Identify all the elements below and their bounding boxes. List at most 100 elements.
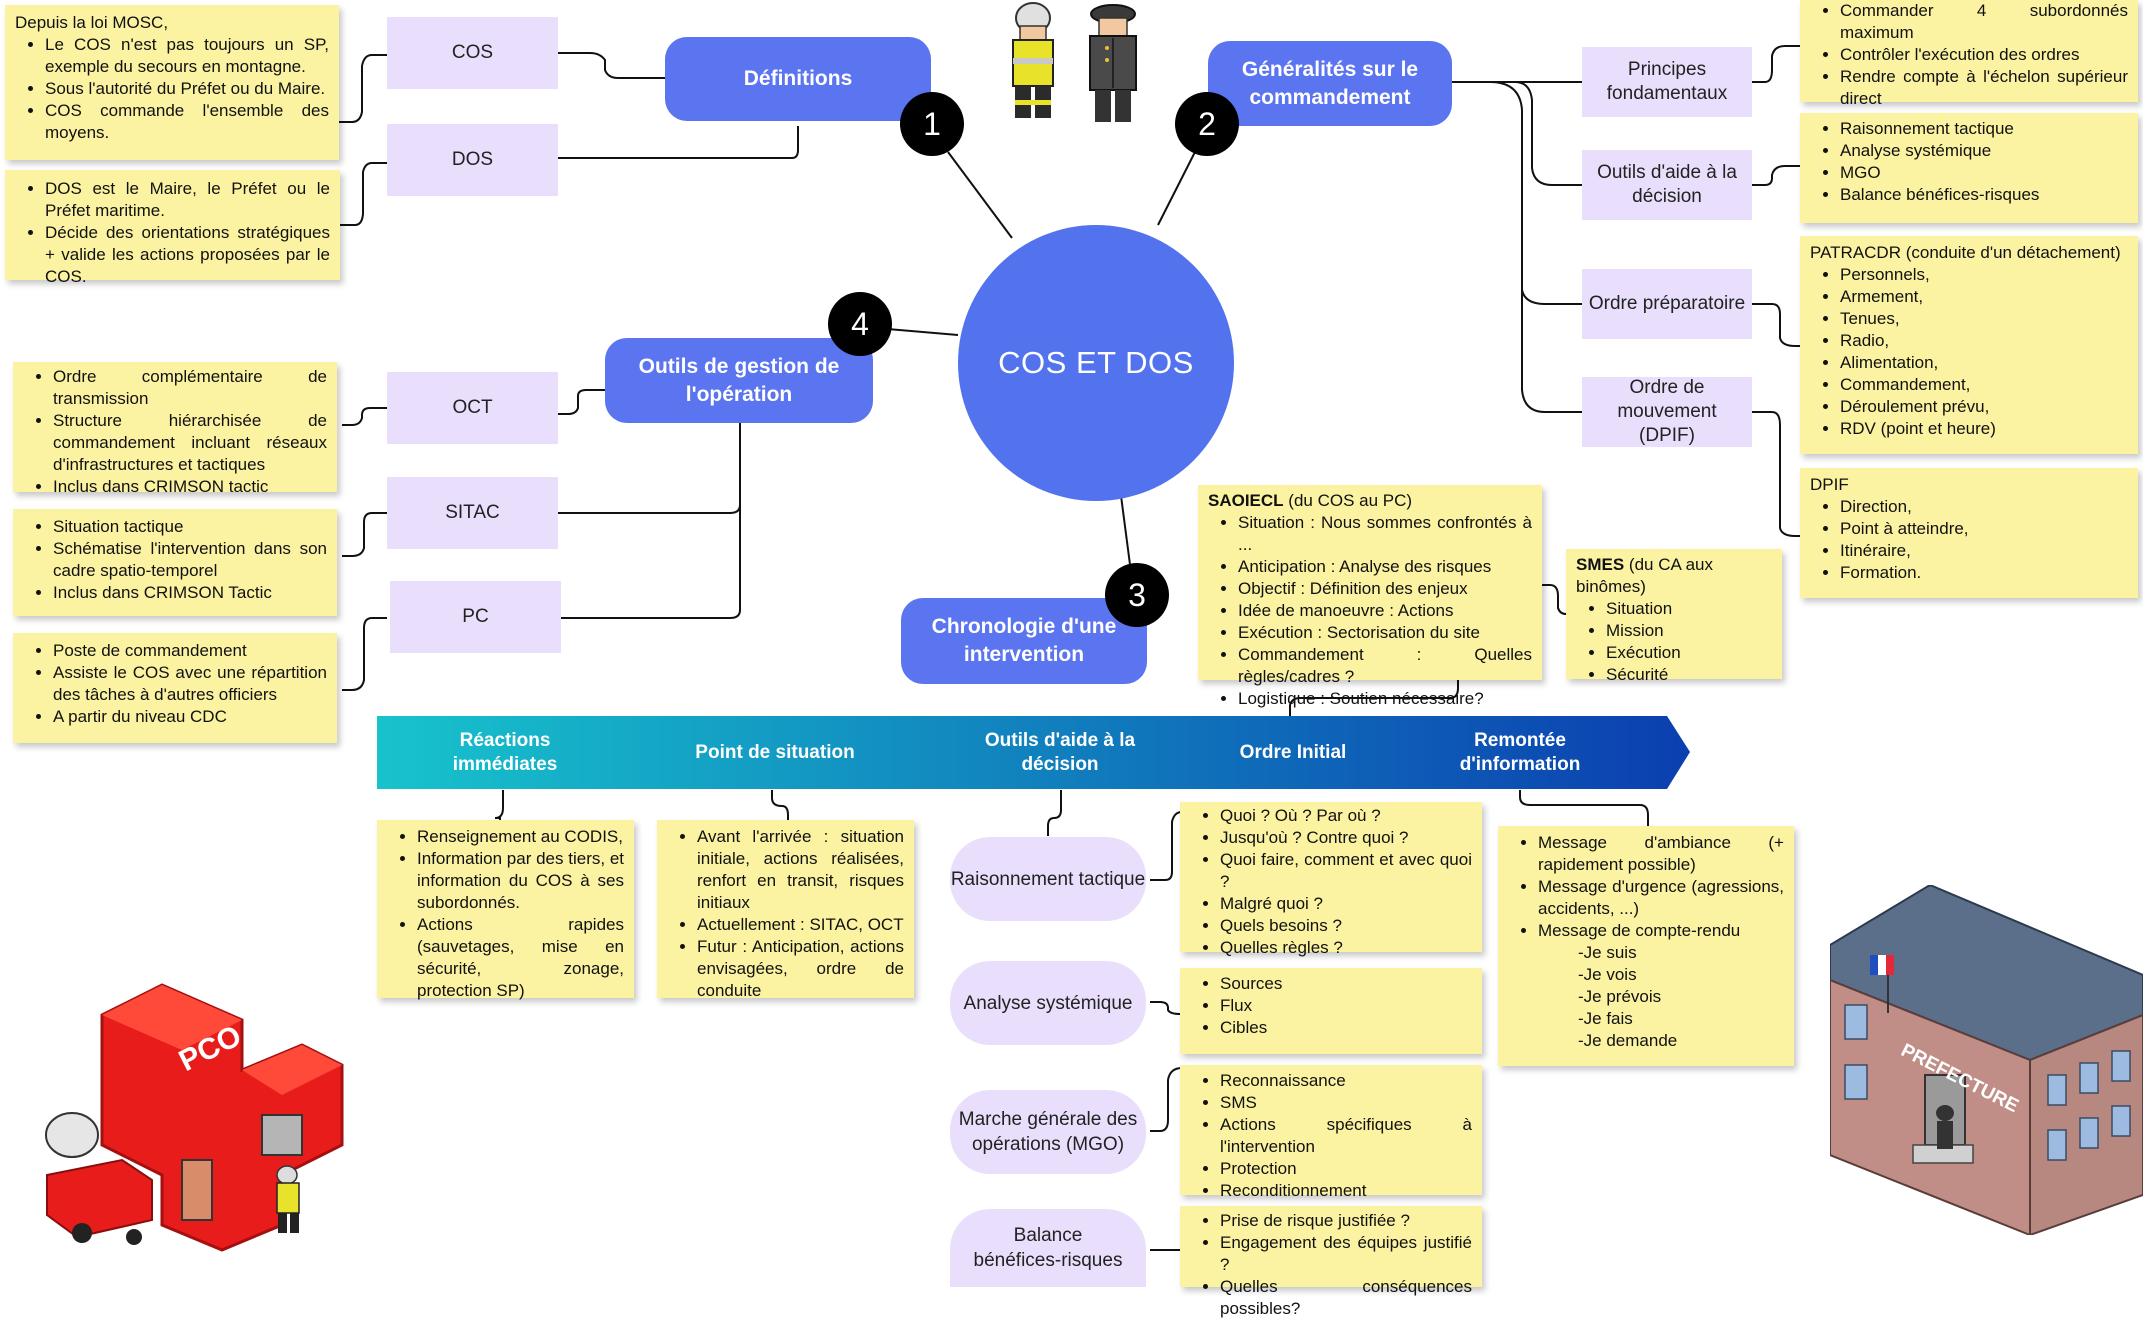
- sub-item: -Je prévois: [1578, 987, 1662, 1006]
- list-item: Jusqu'où ? Contre quoi ?: [1220, 827, 1472, 849]
- cos-box: COS: [387, 17, 558, 89]
- smes-head: SMES (du CA aux binômes): [1576, 554, 1772, 598]
- list-item: Commander 4 subordonnés maximum: [1840, 0, 2128, 44]
- list-item: Décide des orientations stratégiques + v…: [45, 222, 330, 288]
- list-item: Analyse systémique: [1840, 140, 2128, 162]
- list-item: Logistique : Soutien nécessaire?: [1238, 688, 1532, 710]
- list-item: Actuellement : SITAC, OCT: [697, 914, 904, 936]
- principes-note: Commander 4 subordonnés maximum Contrôle…: [1800, 0, 2138, 108]
- raisonnement-note: Quoi ? Où ? Par où ? Jusqu'où ? Contre q…: [1180, 802, 1482, 957]
- principes-box: Principes fondamentaux: [1582, 47, 1752, 117]
- remontee-note: Message d'ambiance (+ rapidement possibl…: [1498, 826, 1794, 1066]
- prefecture-building-illustration: [1830, 885, 2143, 1235]
- list-item: Engagement des équipes justifié ?: [1220, 1232, 1472, 1276]
- smes-head-bold: SMES: [1576, 555, 1625, 574]
- pc-box: PC: [390, 581, 561, 653]
- list-item: Exécution : Sectorisation du site: [1238, 622, 1532, 644]
- branch-outils-gestion: Outils de gestion de l'opération: [605, 338, 873, 423]
- list-item: Quelles règles ?: [1220, 937, 1472, 959]
- branch-number-2: 2: [1175, 92, 1239, 156]
- list-item: Reconditionnement: [1220, 1180, 1472, 1202]
- list-item: Ordre complémentaire de transmission: [53, 366, 327, 410]
- list-item: Objectif : Définition des enjeux: [1238, 578, 1532, 600]
- list-item: Message d'urgence (agressions, accidents…: [1538, 876, 1784, 920]
- branch-number-4: 4: [828, 292, 892, 356]
- list-item: Sécurité: [1606, 664, 1772, 686]
- sitac-box: SITAC: [387, 477, 558, 549]
- cos-note-head: Depuis la loi MOSC,: [15, 13, 169, 32]
- list-item: Poste de commandement: [53, 640, 327, 662]
- dpif-note: DPIF Direction, Point à atteindre, Itiné…: [1800, 468, 2138, 598]
- oct-box: OCT: [387, 372, 558, 444]
- timeline-step-remontee: Remontée d'information: [1459, 729, 1581, 775]
- list-item: Futur : Anticipation, actions envisagées…: [697, 936, 904, 1002]
- list-item: Exécution: [1606, 642, 1772, 664]
- list-item: Sources: [1220, 973, 1472, 995]
- timeline-step-ordre: Ordre Initial: [1239, 741, 1347, 763]
- point-situation-note: Avant l'arrivée : situation initiale, ac…: [657, 820, 914, 1000]
- list-item: Structure hiérarchisée de commandement i…: [53, 410, 327, 476]
- outils-aide-box: Outils d'aide à la décision: [1582, 150, 1752, 220]
- dos-note: DOS est le Maire, le Préfet ou le Préfet…: [5, 170, 340, 286]
- list-item: Le COS n'est pas toujours un SP, exemple…: [45, 34, 329, 78]
- list-item: SMS: [1220, 1092, 1472, 1114]
- list-item: Schématise l'intervention dans son cadre…: [53, 538, 327, 582]
- list-item: Quelles conséquences possibles?: [1220, 1276, 1472, 1320]
- pc-note: Poste de commandement Assiste le COS ave…: [13, 633, 337, 743]
- smes-head-rest: (du CA aux binômes): [1576, 555, 1714, 596]
- patracdr-note: PATRACDR (conduite d'un détachement) Per…: [1800, 236, 2138, 454]
- list-item: Actions spécifiques à l'intervention: [1220, 1114, 1472, 1158]
- branch-definitions: Définitions: [665, 37, 931, 121]
- list-item: Commandement,: [1840, 374, 2128, 396]
- patracdr-head: PATRACDR (conduite d'un détachement): [1810, 243, 2121, 262]
- list-item: Commandement : Quelles règles/cadres ?: [1238, 644, 1532, 688]
- list-item: Flux: [1220, 995, 1472, 1017]
- list-item: Message de compte-rendu: [1538, 920, 1784, 942]
- analyse-note: Sources Flux Cibles: [1180, 968, 1482, 1054]
- list-item: Cibles: [1220, 1017, 1472, 1039]
- list-item: Renseignement au CODIS,: [417, 826, 624, 848]
- timeline-step-reactions: Réactions immédiates: [452, 729, 558, 775]
- list-item: Protection: [1220, 1158, 1472, 1180]
- list-item: Information par des tiers, et informatio…: [417, 848, 624, 914]
- branch-generalites: Généralités sur le commandement: [1208, 41, 1452, 126]
- connector-lines: [334, 45, 1800, 1251]
- ordre-mouvement-box: Ordre de mouvement (DPIF): [1582, 377, 1752, 447]
- sitac-note: Situation tactique Schématise l'interven…: [13, 509, 337, 616]
- list-item: Itinéraire,: [1840, 540, 2128, 562]
- saoiecl-head-bold: SAOIECL: [1208, 491, 1284, 510]
- list-item: RDV (point et heure): [1840, 418, 2128, 440]
- list-item: Anticipation : Analyse des risques: [1238, 556, 1532, 578]
- list-item: Armement,: [1840, 286, 2128, 308]
- list-item: Personnels,: [1840, 264, 2128, 286]
- timeline-banner: [377, 716, 1690, 789]
- mgo-note: Reconnaissance SMS Actions spécifiques à…: [1180, 1065, 1482, 1200]
- sub-item: -Je vois: [1578, 965, 1637, 984]
- list-item: Balance bénéfices-risques: [1840, 184, 2128, 206]
- list-item: Sous l'autorité du Préfet ou du Maire.: [45, 78, 329, 100]
- reactions-note: Renseignement au CODIS, Information par …: [377, 820, 634, 1000]
- list-item: Alimentation,: [1840, 352, 2128, 374]
- list-item: Quoi faire, comment et avec quoi ?: [1220, 849, 1472, 893]
- list-item: COS commande l'ensemble des moyens.: [45, 100, 329, 144]
- list-item: Quoi ? Où ? Par où ?: [1220, 805, 1472, 827]
- list-item: Prise de risque justifiée ?: [1220, 1210, 1472, 1232]
- list-item: Point à atteindre,: [1840, 518, 2128, 540]
- list-item: Rendre compte à l'échelon supérieur dire…: [1840, 66, 2128, 110]
- list-item: Tenues,: [1840, 308, 2128, 330]
- outils-aide-note: Raisonnement tactique Analyse systémique…: [1800, 113, 2138, 223]
- list-item: DOS est le Maire, le Préfet ou le Préfet…: [45, 178, 330, 222]
- list-item: Déroulement prévu,: [1840, 396, 2128, 418]
- firefighter-illustration: [1012, 2, 1137, 122]
- timeline-step-outils: Outils d'aide à la décision: [984, 729, 1136, 775]
- saoiecl-note: SAOIECL (du COS au PC) Situation : Nous …: [1198, 485, 1542, 708]
- list-item: Actions rapides (sauvetages, mise en séc…: [417, 914, 624, 1002]
- list-item: MGO: [1840, 162, 2128, 184]
- cos-note: Depuis la loi MOSC, Le COS n'est pas tou…: [5, 5, 339, 160]
- list-item: Mission: [1606, 620, 1772, 642]
- list-item: Malgré quoi ?: [1220, 893, 1472, 915]
- center-node: COS ET DOS: [958, 225, 1234, 501]
- dpif-head: DPIF: [1810, 475, 1849, 494]
- list-item: Inclus dans CRIMSON Tactic: [53, 582, 327, 604]
- smes-note: SMES (du CA aux binômes) Situation Missi…: [1566, 549, 1782, 684]
